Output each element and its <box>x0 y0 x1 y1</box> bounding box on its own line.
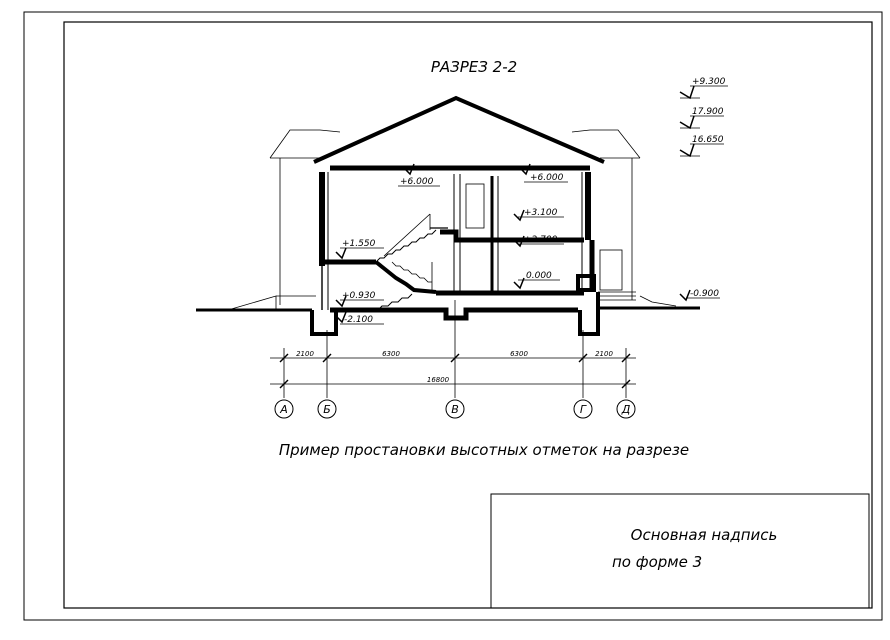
axis-label-a: А <box>279 403 288 416</box>
svg-text:+2.700: +2.700 <box>524 235 558 245</box>
level-mark-floor2-left: +6.000 <box>398 163 440 187</box>
level-mark-0930: +0.930 <box>335 291 384 308</box>
axis-bubble-b <box>317 399 337 419</box>
title-block-line2: по форме 3 <box>612 553 702 571</box>
level-mark-3100: +3.100 <box>513 208 564 222</box>
figure-caption: Пример простановки высотных отметок на р… <box>279 441 689 459</box>
axis-label-v: В <box>451 403 459 416</box>
title-block <box>490 493 870 609</box>
svg-text:+9.300: +9.300 <box>692 77 726 87</box>
entry-steps <box>377 293 413 311</box>
axis-label-g: Г <box>580 403 587 416</box>
level-mark-b: 16.650 <box>679 135 724 158</box>
level-mark-roof-top: +9.300 <box>679 77 728 100</box>
svg-text:-0.900: -0.900 <box>690 289 719 299</box>
level-mark-a: 17.900 <box>679 107 724 130</box>
axis-bubbles <box>274 399 636 419</box>
right-foundation <box>578 292 600 336</box>
svg-text:16.650: 16.650 <box>692 135 724 145</box>
building-section <box>196 95 700 336</box>
left-wing-roof <box>269 129 341 159</box>
svg-text:+6.000: +6.000 <box>400 177 434 187</box>
basement-slab <box>330 307 578 321</box>
svg-text:+0.930: +0.930 <box>342 291 376 301</box>
dimension-total: 16800 <box>427 376 450 384</box>
dimension-d1: 2100 <box>296 350 314 358</box>
level-mark-ground: 0.000 <box>513 271 560 290</box>
axis-bubble-a <box>274 399 294 419</box>
title-block-line1: Основная надпись <box>631 526 778 544</box>
right-door <box>599 249 623 291</box>
left-foundation <box>310 310 338 336</box>
level-marks: +9.300 17.900 16.650 +6.000 +6.000 <box>335 77 728 325</box>
svg-text:0.000: 0.000 <box>526 271 552 281</box>
axis-bubble-g <box>573 399 593 419</box>
section-title: РАЗРЕЗ 2-2 <box>431 58 517 76</box>
upper-stair <box>375 229 437 263</box>
lower-stair <box>374 260 437 294</box>
mid-slab <box>440 229 584 243</box>
dimension-d2: 6300 <box>382 350 400 358</box>
svg-text:17.900: 17.900 <box>692 107 724 117</box>
right-wing-roof <box>571 129 641 159</box>
svg-text:+3.100: +3.100 <box>524 208 558 218</box>
level-mark-2700: +2.700 <box>513 235 564 248</box>
level-mark-basement: -2.100 <box>335 311 384 325</box>
level-mark-1550: +1.550 <box>335 239 384 260</box>
svg-text:+1.550: +1.550 <box>342 239 376 249</box>
dimension-d3: 6300 <box>510 350 528 358</box>
dimension-lines <box>270 300 636 398</box>
interior-door <box>465 183 485 229</box>
svg-text:-2.100: -2.100 <box>344 315 373 325</box>
main-roof <box>313 95 605 164</box>
axis-bubble-d <box>616 399 636 419</box>
svg-text:+6.000: +6.000 <box>530 173 564 183</box>
outer-frame <box>23 11 883 621</box>
dimension-d4: 2100 <box>595 350 613 358</box>
axis-label-b: Б <box>323 403 331 416</box>
axis-label-d: Д <box>621 403 631 416</box>
axis-bubble-v <box>445 399 465 419</box>
inner-frame <box>63 21 873 609</box>
level-mark-grade: -0.900 <box>679 289 720 302</box>
level-mark-floor2-right: +6.000 <box>519 163 568 183</box>
